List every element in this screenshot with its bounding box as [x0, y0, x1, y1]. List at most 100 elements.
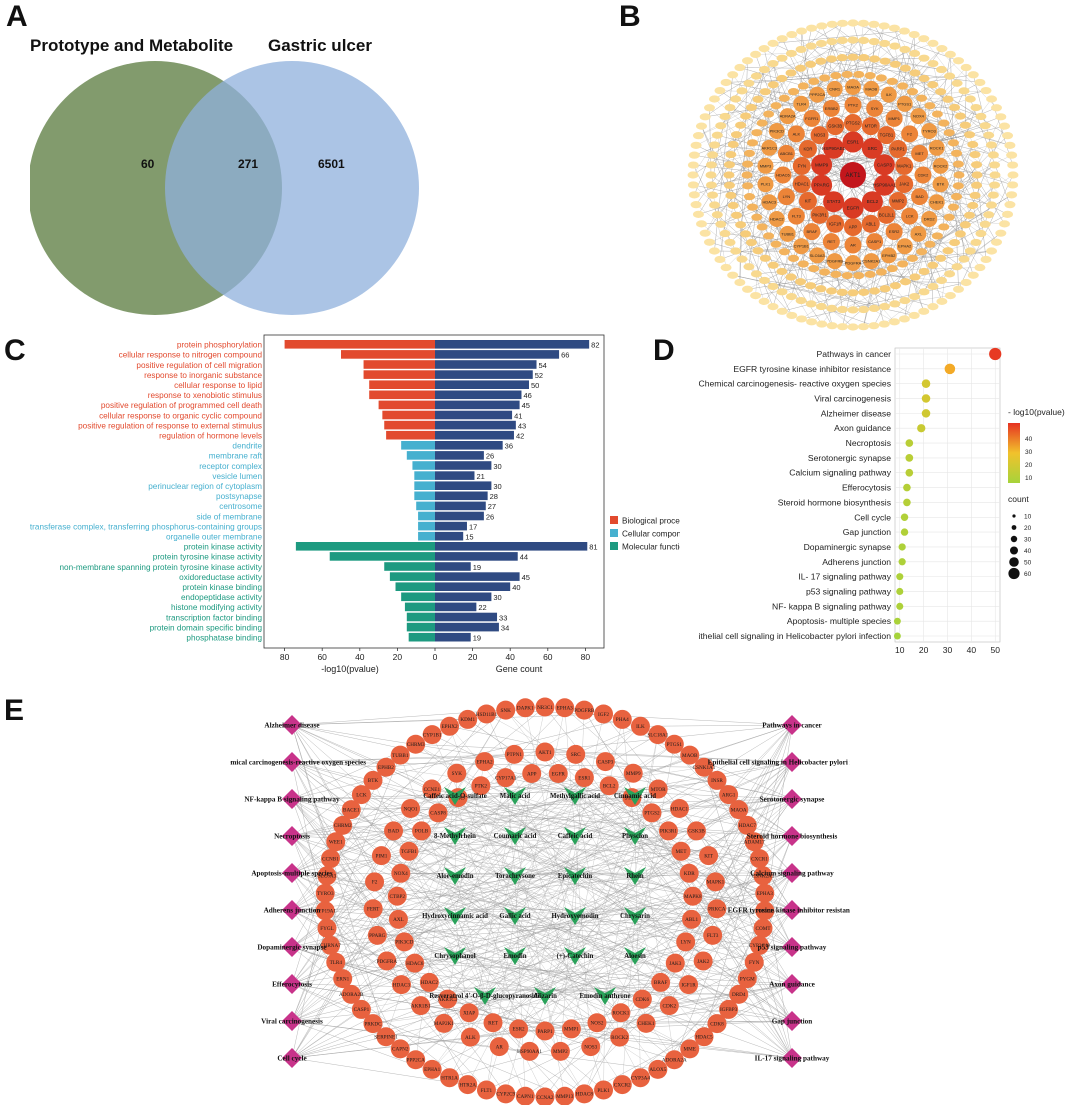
network-e-edge: [431, 788, 793, 874]
network-b-node: [971, 161, 983, 169]
network-b-edge: [932, 43, 997, 108]
network-e-edge: [291, 908, 717, 911]
go-pvalue-bar: [414, 471, 435, 480]
network-b-node-label: HDAC2: [770, 217, 784, 222]
network-b-node: [889, 300, 901, 308]
network-b-node: [844, 236, 862, 254]
network-b-node: [960, 278, 972, 287]
network-b-node: [864, 270, 876, 278]
network-b-node: [990, 104, 1002, 112]
network-e-pathway-label: Adherens junction: [264, 907, 321, 915]
network-b-node: [830, 270, 842, 278]
network-b-node: [792, 175, 811, 194]
network-e-target-label: BAD: [388, 829, 399, 835]
network-e-target-label: POLB: [415, 829, 429, 835]
network-e-target-node: [428, 803, 448, 823]
panel-label-b: B: [619, 0, 641, 33]
network-b-node: [878, 320, 890, 328]
network-e-edge: [454, 794, 669, 832]
network-b-node: [707, 151, 719, 159]
network-b-node: [906, 254, 918, 262]
network-e-target-label: CDK2: [663, 1003, 677, 1009]
network-b-node: [725, 150, 737, 159]
network-b-node: [797, 82, 809, 90]
network-b-node: [938, 223, 950, 231]
network-b-node: [826, 38, 838, 46]
go-term-label: phosphatase binding: [186, 634, 262, 643]
network-b-node: [943, 129, 955, 137]
go-term-label: organelle outer membrane: [166, 533, 262, 542]
network-e-edge: [634, 794, 675, 1060]
network-b-node: [747, 139, 759, 147]
network-b-node: [707, 191, 719, 199]
network-b-node-label: PIK3R1: [812, 212, 827, 217]
network-e-edge: [454, 881, 716, 956]
network-b-node-label: TYRO3: [923, 129, 937, 134]
network-e-edge: [291, 724, 432, 790]
network-b-node-label: FYN: [798, 163, 806, 168]
network-e-target-label: TUBB1: [392, 753, 409, 759]
network-e-target-node: [515, 1086, 535, 1105]
go-count-label: 81: [589, 543, 597, 552]
go-x-tick-label: 60: [317, 652, 327, 662]
network-e-target-node: [679, 863, 699, 883]
network-e-target-node: [595, 752, 615, 772]
network-b-node: [889, 192, 908, 210]
network-b-node: [720, 78, 732, 87]
network-b-node-label: TLR4: [796, 101, 807, 106]
network-e-target-node: [594, 1080, 614, 1100]
network-b-edge: [729, 134, 970, 186]
network-e-compound-node: [624, 907, 646, 925]
network-b-node: [750, 291, 762, 300]
network-e-edge: [454, 855, 709, 916]
network-b-node-label: PARP1: [891, 147, 905, 152]
network-b-node: [704, 104, 716, 112]
network-e-edge: [291, 754, 576, 763]
network-b-node: [836, 305, 848, 314]
network-e-target-label: EPHA2: [476, 759, 493, 765]
network-e-edge: [703, 724, 793, 1037]
network-e-edge: [401, 794, 636, 985]
network-e-target-label: EPHX2: [441, 724, 458, 730]
network-b-node: [921, 211, 938, 227]
go-term-label: positive regulation of response to exter…: [78, 421, 262, 430]
network-e-target-label: CASP1: [354, 1007, 370, 1013]
network-b-node: [822, 99, 840, 117]
network-b-node: [774, 166, 792, 184]
network-e-edge: [291, 946, 689, 985]
network-e-compound-node: [504, 907, 526, 925]
network-e-edge: [408, 851, 793, 911]
network-e-target-label: CDK6: [636, 997, 650, 1003]
network-e-edge: [351, 954, 456, 995]
network-e-edge: [400, 755, 486, 996]
go-count-bar: [435, 420, 516, 430]
network-e-pathway-label: Cell cycle: [277, 1055, 306, 1063]
network-e-target-label: F2: [372, 880, 378, 886]
network-e-target-node: [326, 952, 346, 972]
network-b-edge: [972, 205, 982, 234]
network-b-node: [951, 149, 963, 157]
network-e-edge: [689, 872, 793, 1049]
network-b-node: [787, 207, 805, 225]
kegg-bubble: [896, 602, 904, 610]
network-b-node-label: TGFB1: [880, 133, 894, 138]
network-e-target-label: MAPK8: [684, 894, 702, 900]
kegg-pathway-label: IL- 17 signaling pathway: [798, 572, 891, 582]
network-e-target-label: CASP8: [430, 811, 446, 817]
network-e-target-node: [390, 1039, 410, 1059]
network-e-target-node: [496, 1084, 516, 1104]
network-b-node-label: IGF1R: [829, 221, 841, 226]
network-e-edge: [432, 914, 576, 1070]
network-b-edge: [746, 174, 833, 326]
kegg-bubble: [905, 454, 914, 462]
network-b-edge: [714, 250, 785, 252]
network-b-node-label: PDGFRA: [845, 261, 862, 266]
network-e-target-label: PHA4: [616, 717, 629, 723]
network-b-edge: [811, 28, 864, 58]
network-b-node: [708, 247, 720, 255]
network-e-target-node: [642, 803, 662, 823]
kegg-pathway-label: Alzheimer disease: [821, 408, 891, 418]
network-b-node: [758, 65, 770, 74]
network-e-edge: [584, 777, 793, 948]
network-e-target-label: CCNE1: [424, 787, 441, 793]
